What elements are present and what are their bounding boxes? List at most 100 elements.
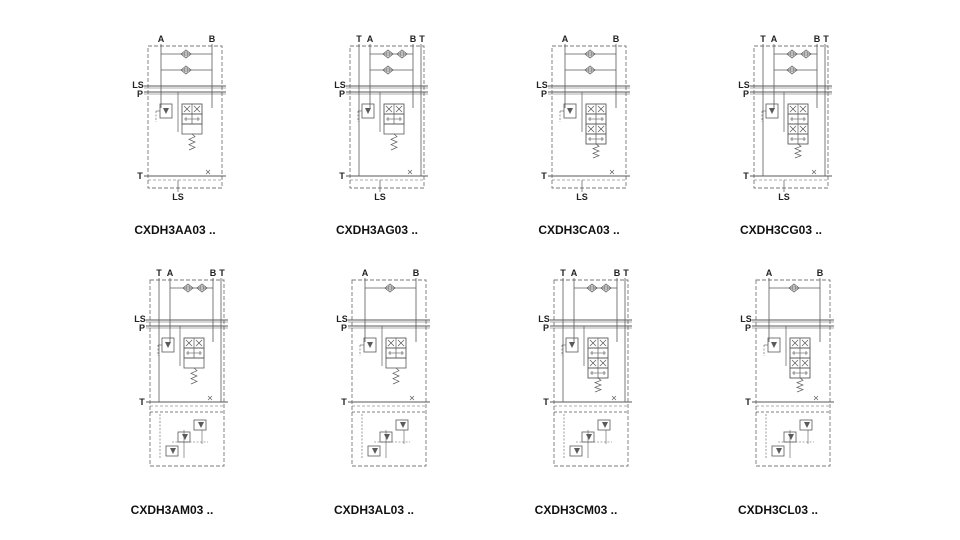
check-valve-icon: [180, 49, 192, 59]
caption-cxdh3ag03: CXDH3AG03 ..: [335, 223, 419, 237]
port-label-b: B: [613, 34, 620, 44]
port-label-ls-bottom: LS: [172, 192, 184, 202]
pilot-section: [765, 414, 814, 458]
port-label-p: P: [745, 323, 751, 333]
port-label-ls: LS: [738, 80, 750, 90]
port-label-ls: LS: [334, 80, 346, 90]
spool-block-icon: [789, 367, 811, 379]
port-label-b: B: [413, 268, 420, 278]
spool-block-icon: [789, 357, 811, 369]
port-label-ls: LS: [536, 80, 548, 90]
caption-cxdh3al03: CXDH3AL03 ..: [333, 503, 415, 517]
port-label-b: B: [817, 268, 824, 278]
check-valve-icon: [384, 283, 396, 293]
caption-cxdh3cg03: CXDH3CG03 ..: [739, 223, 823, 237]
spool-block-icon: [585, 103, 607, 115]
relief-valve-icon: [357, 103, 375, 122]
section-frame: [755, 279, 831, 467]
port-label-t-left: T: [560, 268, 566, 278]
spring-icon: [390, 133, 398, 151]
check-valve-icon: [786, 49, 798, 59]
spring-icon: [794, 143, 802, 159]
spool-block-icon: [787, 123, 809, 135]
relief-valve-icon: [359, 337, 377, 356]
port-label-a: A: [771, 34, 778, 44]
relief-valve-icon: [561, 337, 579, 356]
pilot-section: [563, 414, 612, 458]
port-label-a: A: [766, 268, 773, 278]
spool-block-icon: [181, 103, 203, 115]
port-label-t-right: T: [419, 34, 425, 44]
check-valve-icon: [396, 49, 408, 59]
check-valve-icon: [382, 65, 394, 75]
port-label-t: T: [137, 171, 143, 181]
spool-block-icon: [587, 357, 609, 369]
pilot-section: [159, 414, 208, 458]
port-label-t-left: T: [156, 268, 162, 278]
pilot-section: [361, 414, 410, 458]
port-label-t: T: [743, 171, 749, 181]
port-label-t-right: T: [823, 34, 829, 44]
section-frame: [351, 279, 427, 467]
check-valve-icon: [382, 49, 394, 59]
section-frame: [349, 45, 425, 189]
port-label-t: T: [745, 397, 751, 407]
relief-valve-icon: [155, 103, 173, 122]
caption-cxdh3ca03: CXDH3CA03 ..: [538, 223, 620, 237]
port-label-t: T: [339, 171, 345, 181]
port-label-b: B: [209, 34, 216, 44]
check-valve-icon: [180, 65, 192, 75]
port-label-a: A: [367, 34, 374, 44]
port-label-ls-bottom: LS: [576, 192, 588, 202]
port-label-ls: LS: [538, 314, 550, 324]
port-label-p: P: [139, 323, 145, 333]
port-label-ls-bottom: LS: [374, 192, 386, 202]
relief-valve-icon: [559, 103, 577, 122]
port-label-ls: LS: [132, 80, 144, 90]
port-label-ls: LS: [336, 314, 348, 324]
port-label-ls: LS: [740, 314, 752, 324]
spring-icon: [188, 133, 196, 151]
check-valve-icon: [584, 49, 596, 59]
spool-block-icon: [385, 337, 407, 349]
port-label-t-left: T: [760, 34, 766, 44]
relief-valve-icon: [157, 337, 175, 356]
check-valve-icon: [788, 283, 800, 293]
spool-block-icon: [183, 347, 205, 359]
port-label-a: A: [167, 268, 174, 278]
port-label-t: T: [341, 397, 347, 407]
spool-block-icon: [183, 337, 205, 349]
caption-cxdh3am03: CXDH3AM03 ..: [130, 503, 214, 517]
spool-block-icon: [787, 103, 809, 115]
port-label-t-left: T: [356, 34, 362, 44]
port-label-a: A: [362, 268, 369, 278]
port-label-p: P: [341, 323, 347, 333]
spool-block-icon: [585, 133, 607, 145]
port-label-a: A: [571, 268, 578, 278]
spool-block-icon: [585, 113, 607, 125]
port-label-t: T: [543, 397, 549, 407]
port-label-t-right: T: [623, 268, 629, 278]
spring-icon: [190, 367, 198, 385]
section-frame: [147, 45, 223, 189]
relief-valve-icon: [761, 103, 779, 122]
port-label-a: A: [158, 34, 165, 44]
section-frame: [753, 45, 829, 189]
caption-cxdh3cm03: CXDH3CM03 ..: [534, 503, 618, 517]
port-label-t: T: [139, 397, 145, 407]
check-valve-icon: [800, 49, 812, 59]
relief-valve-icon: [763, 337, 781, 356]
port-label-b: B: [410, 34, 417, 44]
check-valve-icon: [600, 283, 612, 293]
section-frame: [553, 279, 629, 467]
caption-cxdh3cl03: CXDH3CL03 ..: [737, 503, 819, 517]
spring-icon: [592, 143, 600, 159]
section-frame: [149, 279, 225, 467]
port-label-p: P: [743, 89, 749, 99]
